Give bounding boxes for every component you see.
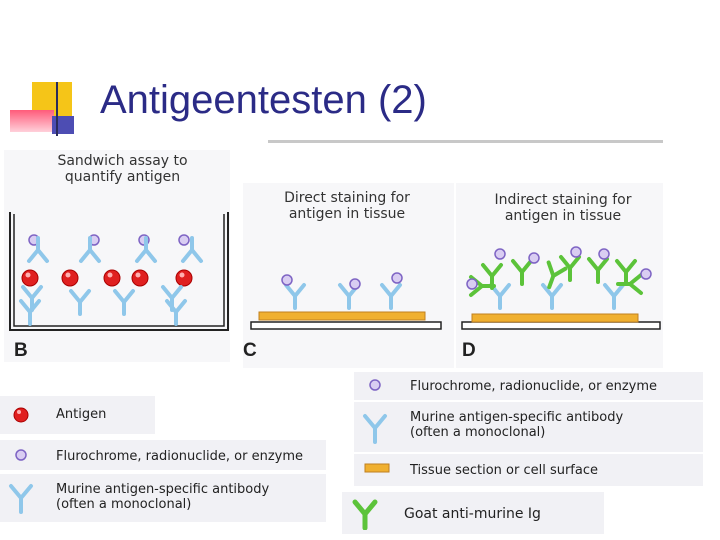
antigen bbox=[22, 270, 38, 286]
antigen bbox=[132, 270, 148, 286]
antibody-icon bbox=[362, 412, 388, 444]
antibody bbox=[115, 291, 133, 314]
antigen bbox=[104, 270, 120, 286]
panel-d-letter: D bbox=[462, 340, 476, 362]
legend-right-marker-row: Flurochrome, radionuclide, or enzyme bbox=[354, 372, 703, 400]
antibody bbox=[71, 291, 89, 314]
marker bbox=[529, 253, 539, 263]
page-title: Antigeentesten (2) bbox=[100, 78, 427, 123]
panel-c-caption: Direct staining for antigen in tissue bbox=[262, 190, 432, 222]
antibody-icon bbox=[8, 482, 34, 514]
legend-antigen-label: Antigen bbox=[56, 407, 106, 422]
antigen-highlight bbox=[66, 273, 71, 278]
legend-right-tissue-row: Tissue section or cell surface bbox=[354, 454, 703, 486]
antibody bbox=[605, 285, 623, 308]
panel-d-caption: Indirect staining for antigen in tissue bbox=[478, 192, 648, 224]
antigen-highlight bbox=[180, 273, 185, 278]
legend-right-antibody-label: Murine antigen-specific antibody (often … bbox=[410, 410, 623, 440]
panel-b-letter: B bbox=[14, 340, 28, 362]
marker bbox=[350, 279, 360, 289]
legend-right-antibody-row: Murine antigen-specific antibody (often … bbox=[354, 402, 703, 452]
legend-left-antibody-label: Murine antigen-specific antibody (often … bbox=[56, 482, 269, 512]
marker bbox=[571, 247, 581, 257]
antibody bbox=[543, 285, 561, 308]
goat-antibody bbox=[589, 259, 607, 282]
antigen-icon bbox=[12, 406, 30, 424]
panel-b-sandwich-diagram bbox=[0, 200, 240, 340]
marker-icon bbox=[368, 378, 382, 392]
antigen-highlight bbox=[26, 273, 31, 278]
antigen-highlight bbox=[136, 273, 141, 278]
legend-right-antibody-line1: Murine antigen-specific antibody bbox=[410, 410, 623, 425]
tissue-swatch-icon bbox=[364, 462, 390, 474]
legend-right-goat-row: Goat anti-murine Ig bbox=[342, 492, 604, 534]
title-decoration bbox=[10, 82, 80, 138]
panel-d-caption-line1: Indirect staining for bbox=[478, 192, 648, 208]
panel-c-direct-diagram bbox=[243, 230, 454, 330]
marker bbox=[495, 249, 505, 259]
vertical-line bbox=[56, 82, 58, 136]
panel-c-slide-outline bbox=[243, 318, 454, 332]
antibody bbox=[167, 301, 185, 324]
title-rule bbox=[268, 140, 663, 143]
legend-left-marker-row: Flurochrome, radionuclide, or enzyme bbox=[0, 440, 326, 470]
panel-d-slide-outline bbox=[462, 322, 660, 329]
marker-icon bbox=[14, 448, 28, 462]
panel-d-indirect-diagram bbox=[456, 230, 666, 335]
goat-antibody bbox=[618, 275, 641, 293]
legend-right-tissue-label: Tissue section or cell surface bbox=[410, 463, 598, 478]
well-inner-outline bbox=[14, 214, 224, 326]
panel-d-caption-line2: antigen in tissue bbox=[478, 208, 648, 224]
panel-c-caption-line2: antigen in tissue bbox=[262, 206, 432, 222]
pink-square bbox=[10, 110, 54, 132]
goat-antibody-icon bbox=[352, 498, 378, 530]
legend-left-antigen-row: Antigen bbox=[0, 396, 155, 434]
legend-right-antibody-line2: (often a monoclonal) bbox=[410, 425, 623, 440]
legend-left-marker-label: Flurochrome, radionuclide, or enzyme bbox=[56, 449, 303, 464]
marker bbox=[599, 249, 609, 259]
legend-left-antibody-line2: (often a monoclonal) bbox=[56, 497, 269, 512]
legend-right-goat-label: Goat anti-murine Ig bbox=[404, 507, 541, 522]
panel-b-caption-line2: quantify antigen bbox=[20, 169, 225, 185]
marker bbox=[282, 275, 292, 285]
well-outline bbox=[10, 212, 228, 330]
antigen bbox=[176, 270, 192, 286]
goat-antibody bbox=[513, 261, 531, 284]
panel-c-caption-line1: Direct staining for bbox=[262, 190, 432, 206]
legend-right-marker-label: Flurochrome, radionuclide, or enzyme bbox=[410, 379, 657, 394]
antibody bbox=[286, 285, 304, 308]
panel-c-letter: C bbox=[243, 340, 257, 362]
panel-d-tissue-section bbox=[472, 314, 638, 322]
antigen-highlight bbox=[108, 273, 113, 278]
marker bbox=[467, 279, 477, 289]
antigen bbox=[62, 270, 78, 286]
marker bbox=[392, 273, 402, 283]
panel-b-caption: Sandwich assay to quantify antigen bbox=[20, 153, 225, 185]
marker bbox=[179, 235, 189, 245]
antibody bbox=[382, 285, 400, 308]
marker bbox=[641, 269, 651, 279]
legend-left-antibody-line1: Murine antigen-specific antibody bbox=[56, 482, 269, 497]
legend-left-antibody-row: Murine antigen-specific antibody (often … bbox=[0, 474, 326, 522]
panel-b-caption-line1: Sandwich assay to bbox=[20, 153, 225, 169]
